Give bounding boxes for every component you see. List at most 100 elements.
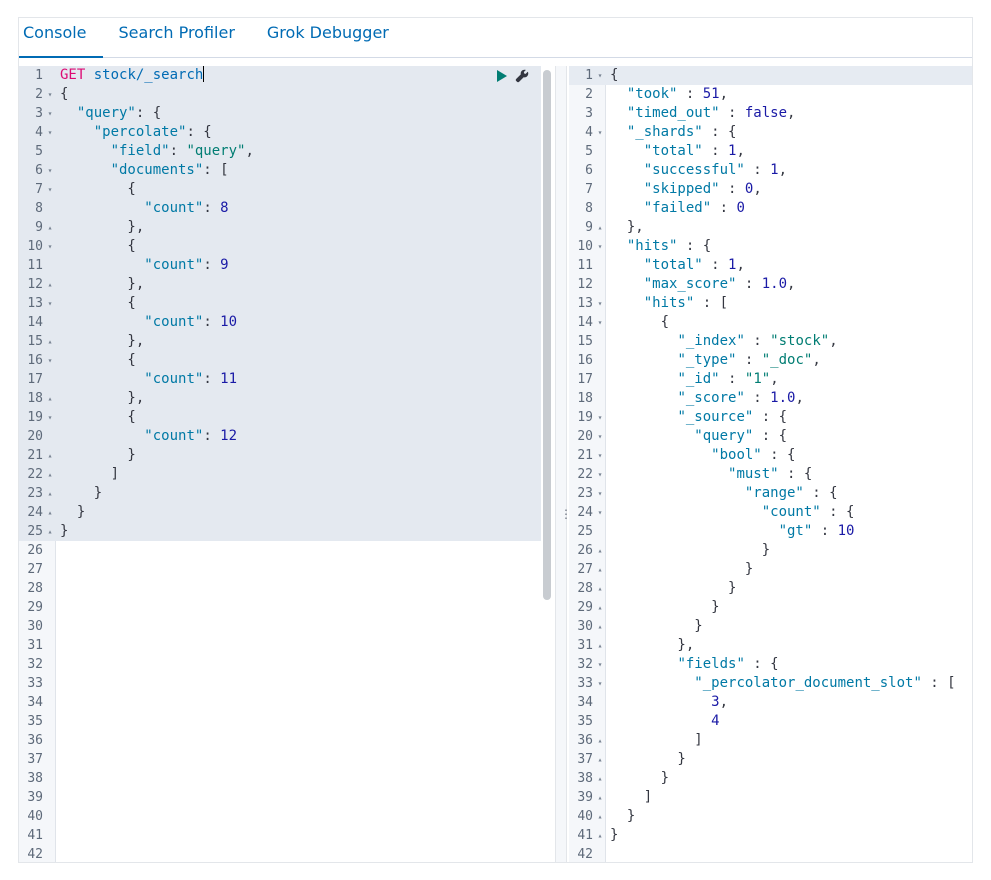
fold-arrow-icon[interactable]: ▾ [597, 128, 603, 137]
unfold-arrow-icon[interactable]: ▴ [597, 812, 603, 821]
code-line[interactable]: 19▾ { [19, 408, 541, 427]
code-line[interactable]: 12▴ }, [19, 275, 541, 294]
code-line[interactable]: 32▾ "fields" : { [569, 655, 972, 674]
code-line[interactable]: 5 "field": "query", [19, 142, 541, 161]
fold-arrow-icon[interactable]: ▾ [47, 185, 53, 194]
code-line[interactable]: 31▴ }, [569, 636, 972, 655]
unfold-arrow-icon[interactable]: ▴ [47, 489, 53, 498]
fold-arrow-icon[interactable]: ▾ [47, 242, 53, 251]
code-line[interactable]: 22▾ "must" : { [569, 465, 972, 484]
code-line[interactable]: 4▾ "_shards" : { [569, 123, 972, 142]
code-line[interactable]: 42 [569, 845, 972, 862]
unfold-arrow-icon[interactable]: ▴ [47, 527, 53, 536]
fold-arrow-icon[interactable]: ▾ [597, 432, 603, 441]
code-line[interactable]: 17 "count": 11 [19, 370, 541, 389]
tab-search-profiler[interactable]: Search Profiler [118, 23, 235, 42]
code-line[interactable]: 25▴} [19, 522, 541, 541]
code-line[interactable]: 27▴ } [569, 560, 972, 579]
code-line[interactable]: 29 [19, 598, 541, 617]
code-line[interactable]: 15▴ }, [19, 332, 541, 351]
unfold-arrow-icon[interactable]: ▴ [597, 774, 603, 783]
unfold-arrow-icon[interactable]: ▴ [597, 584, 603, 593]
code-line[interactable]: 8 "count": 8 [19, 199, 541, 218]
fold-arrow-icon[interactable]: ▾ [597, 299, 603, 308]
code-line[interactable]: 33 [19, 674, 541, 693]
code-line[interactable]: 28▴ } [569, 579, 972, 598]
code-line[interactable]: 9▴ }, [19, 218, 541, 237]
code-line[interactable]: 18▴ }, [19, 389, 541, 408]
code-line[interactable]: 26▴ } [569, 541, 972, 560]
code-line[interactable]: 3▾ "query": { [19, 104, 541, 123]
wrench-icon[interactable] [515, 69, 529, 83]
code-line[interactable]: 38▴ } [569, 769, 972, 788]
unfold-arrow-icon[interactable]: ▴ [47, 337, 53, 346]
code-line[interactable]: 2 "took" : 51, [569, 85, 972, 104]
code-line[interactable]: 28 [19, 579, 541, 598]
code-line[interactable]: 37 [19, 750, 541, 769]
code-line[interactable]: 37▴ } [569, 750, 972, 769]
code-line[interactable]: 13▾ "hits" : [ [569, 294, 972, 313]
fold-arrow-icon[interactable]: ▾ [597, 318, 603, 327]
code-line[interactable]: 16 "_type" : "_doc", [569, 351, 972, 370]
unfold-arrow-icon[interactable]: ▴ [597, 603, 603, 612]
fold-arrow-icon[interactable]: ▾ [47, 90, 53, 99]
code-line[interactable]: 3 "timed_out" : false, [569, 104, 972, 123]
unfold-arrow-icon[interactable]: ▴ [47, 223, 53, 232]
fold-arrow-icon[interactable]: ▾ [597, 508, 603, 517]
code-line[interactable]: 22▴ ] [19, 465, 541, 484]
code-line[interactable]: 30 [19, 617, 541, 636]
code-line[interactable]: 40 [19, 807, 541, 826]
code-line[interactable]: 8 "failed" : 0 [569, 199, 972, 218]
unfold-arrow-icon[interactable]: ▴ [47, 394, 53, 403]
response-editor[interactable]: 1▾{2 "took" : 51,3 "timed_out" : false,4… [569, 66, 972, 862]
code-line[interactable]: 36▴ ] [569, 731, 972, 750]
code-line[interactable]: 24▴ } [19, 503, 541, 522]
unfold-arrow-icon[interactable]: ▴ [47, 508, 53, 517]
code-line[interactable]: 41▴} [569, 826, 972, 845]
code-line[interactable]: 14 "count": 10 [19, 313, 541, 332]
code-line[interactable]: 7 "skipped" : 0, [569, 180, 972, 199]
code-line[interactable]: 35 4 [569, 712, 972, 731]
code-line[interactable]: 14▾ { [569, 313, 972, 332]
code-line[interactable]: 4▾ "percolate": { [19, 123, 541, 142]
unfold-arrow-icon[interactable]: ▴ [597, 622, 603, 631]
unfold-arrow-icon[interactable]: ▴ [597, 223, 603, 232]
code-line[interactable]: 29▴ } [569, 598, 972, 617]
fold-arrow-icon[interactable]: ▾ [47, 109, 53, 118]
code-line[interactable]: 13▾ { [19, 294, 541, 313]
code-line[interactable]: 21▾ "bool" : { [569, 446, 972, 465]
request-scrollbar[interactable] [543, 70, 551, 600]
code-line[interactable]: 9▴ }, [569, 218, 972, 237]
fold-arrow-icon[interactable]: ▾ [597, 679, 603, 688]
code-line[interactable]: 32 [19, 655, 541, 674]
code-line[interactable]: 27 [19, 560, 541, 579]
code-line[interactable]: 26 [19, 541, 541, 560]
code-line[interactable]: 25 "gt" : 10 [569, 522, 972, 541]
fold-arrow-icon[interactable]: ▾ [47, 166, 53, 175]
play-icon[interactable] [497, 69, 507, 82]
code-line[interactable]: 1▾{ [569, 66, 972, 85]
unfold-arrow-icon[interactable]: ▴ [47, 280, 53, 289]
code-line[interactable]: 5 "total" : 1, [569, 142, 972, 161]
code-line[interactable]: 33▾ "_percolator_document_slot" : [ [569, 674, 972, 693]
code-line[interactable]: 15 "_index" : "stock", [569, 332, 972, 351]
code-line[interactable]: 41 [19, 826, 541, 845]
fold-arrow-icon[interactable]: ▾ [47, 413, 53, 422]
unfold-arrow-icon[interactable]: ▴ [47, 470, 53, 479]
unfold-arrow-icon[interactable]: ▴ [597, 736, 603, 745]
unfold-arrow-icon[interactable]: ▴ [47, 451, 53, 460]
code-line[interactable]: 11 "total" : 1, [569, 256, 972, 275]
code-line[interactable]: 10▾ "hits" : { [569, 237, 972, 256]
tab-console[interactable]: Console [19, 18, 103, 58]
fold-arrow-icon[interactable]: ▾ [597, 660, 603, 669]
unfold-arrow-icon[interactable]: ▴ [597, 565, 603, 574]
code-line[interactable]: 42 [19, 845, 541, 862]
code-line[interactable]: 6▾ "documents": [ [19, 161, 541, 180]
pane-resizer[interactable]: ⋮ [555, 66, 572, 862]
code-line[interactable]: 6 "successful" : 1, [569, 161, 972, 180]
code-line[interactable]: 31 [19, 636, 541, 655]
fold-arrow-icon[interactable]: ▾ [597, 71, 603, 80]
code-line[interactable]: 19▾ "_source" : { [569, 408, 972, 427]
code-line[interactable]: 35 [19, 712, 541, 731]
